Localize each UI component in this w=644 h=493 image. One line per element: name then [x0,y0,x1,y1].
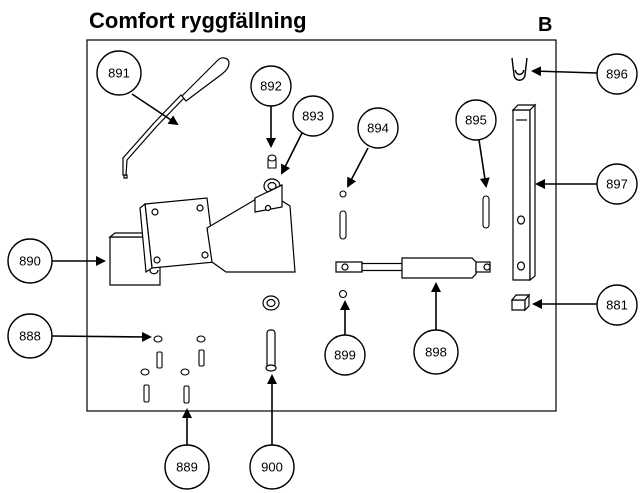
callout-circle-891 [96,50,142,96]
callout-894: 894 [367,121,389,136]
callout-circle-895 [455,99,497,141]
arrow-888 [51,331,152,342]
part-screws [143,349,205,404]
part-bolt [265,329,277,372]
callout-895: 895 [465,113,487,128]
callout-circle-897 [596,163,638,205]
callout-circle-899 [324,334,366,376]
part-bracket-bar [511,103,537,282]
callout-899: 899 [334,348,356,363]
callout-circle-890 [7,238,53,284]
callout-circle-893 [292,95,334,137]
part-bushing-lower [262,295,280,311]
callout-circle-894 [357,107,399,149]
part-pin-895 [482,195,490,229]
section-letter: B [538,14,553,36]
part-gas-spring [335,257,491,279]
callout-circle-900 [249,444,295,490]
page-title: Comfort ryggfällning [89,8,307,33]
part-washers [140,335,206,376]
callout-889: 889 [176,460,198,475]
callout-893: 893 [302,109,324,124]
diagram-frame [86,39,557,412]
arrow-891 [131,93,179,126]
callout-circle-881 [596,284,638,326]
part-main-mechanism [108,184,296,286]
callout-892: 892 [260,79,282,94]
arrow-893 [281,130,304,175]
callout-897: 897 [606,177,628,192]
callout-circle-898 [413,329,459,375]
arrow-895 [478,139,490,188]
callout-898: 898 [425,345,447,360]
callout-circle-889 [164,444,210,490]
part-stud [267,154,277,169]
arrow-896 [531,66,598,77]
callout-circle-888 [7,313,53,359]
callout-881: 881 [606,298,628,313]
callout-900: 900 [261,460,283,475]
arrow-894 [347,147,369,188]
part-clip [511,57,528,81]
part-nut [338,289,348,299]
callout-circle-896 [596,53,638,95]
callout-891: 891 [108,66,130,81]
callout-888: 888 [19,329,41,344]
callout-890: 890 [19,254,41,269]
part-pin-894 [339,190,347,240]
callout-circle-892 [250,65,292,107]
part-block [510,293,531,312]
part-lever-handle [122,57,230,179]
callout-896: 896 [606,67,628,82]
